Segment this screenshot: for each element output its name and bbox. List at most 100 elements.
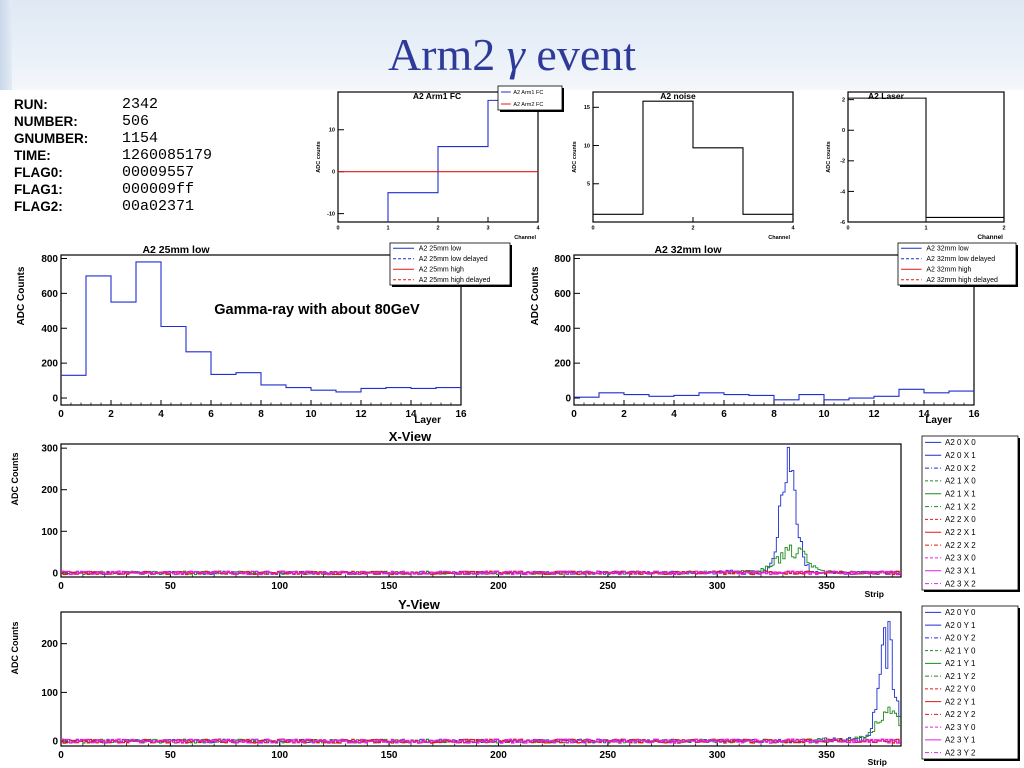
legend-label: A2 1 X 1 bbox=[945, 490, 976, 499]
x-tick-label: 4 bbox=[671, 409, 677, 420]
plot-area bbox=[593, 100, 793, 215]
series-line bbox=[61, 738, 901, 744]
title-banner bbox=[0, 0, 1024, 90]
y-tick-label: 0 bbox=[565, 394, 571, 405]
x-tick-label: 10 bbox=[305, 409, 317, 420]
y-tick-label: 0 bbox=[52, 737, 58, 748]
x-tick-label: 8 bbox=[771, 409, 777, 420]
legend-label: A2 2 Y 0 bbox=[945, 685, 976, 694]
plot-area bbox=[574, 388, 974, 401]
chart-title: A2 Arm1 FC bbox=[413, 91, 461, 101]
y-axis-label: ADC Counts bbox=[10, 622, 20, 675]
legend-label: A2 1 Y 0 bbox=[945, 646, 976, 655]
legend-label: A2 0 X 1 bbox=[945, 451, 976, 460]
legend-label: A2 32mm low bbox=[926, 246, 969, 253]
run-info-value: 00009557 bbox=[122, 164, 195, 181]
x-tick-label: 4 bbox=[791, 226, 795, 232]
x-tick-label: 0 bbox=[58, 581, 64, 592]
slide-title: Arm2 γ event bbox=[0, 28, 1024, 81]
run-info-key: GNUMBER: bbox=[14, 131, 89, 146]
legend-label: A2 1 Y 1 bbox=[945, 659, 976, 668]
series-hist bbox=[848, 97, 1004, 218]
run-info-row: NUMBER: 506 bbox=[14, 113, 212, 130]
legend-label: A2 2 X 0 bbox=[945, 515, 976, 524]
y-tick-label: 200 bbox=[41, 639, 58, 650]
run-info-key: TIME: bbox=[14, 148, 51, 163]
chart-title: A2 Laser bbox=[868, 91, 905, 101]
annotation-text: Gamma-ray with about 80GeV bbox=[214, 302, 420, 318]
y-tick-label: 200 bbox=[41, 485, 58, 496]
run-info-key: NUMBER: bbox=[14, 114, 78, 129]
legend-label: A2 3 X 0 bbox=[945, 554, 976, 563]
x-tick-label: 8 bbox=[258, 409, 264, 420]
y-tick-label: 100 bbox=[41, 688, 58, 699]
x-tick-label: 0 bbox=[58, 409, 64, 420]
banner-edge bbox=[0, 0, 12, 90]
y-tick-label: 800 bbox=[41, 254, 58, 265]
y-tick-label: 400 bbox=[41, 324, 58, 335]
legend-label: A2 25mm low delayed bbox=[419, 256, 488, 263]
x-tick-label: 50 bbox=[165, 581, 177, 592]
chart-title: X-View bbox=[389, 429, 432, 444]
run-info-row: FLAG2:00a02371 bbox=[14, 198, 212, 215]
x-tick-label: 300 bbox=[709, 750, 726, 761]
plot-area bbox=[61, 261, 461, 393]
x-tick-label: 250 bbox=[600, 750, 617, 761]
x-tick-label: 4 bbox=[158, 409, 164, 420]
run-info-value: 2342 bbox=[122, 96, 159, 113]
x-tick-label: 12 bbox=[868, 409, 880, 420]
legend-label: A2 0 Y 0 bbox=[945, 608, 976, 617]
legend-label: A2 Arm1 FC bbox=[513, 90, 543, 96]
chart-title: A2 32mm low bbox=[654, 244, 722, 256]
legend-label: A2 3 Y 0 bbox=[945, 723, 976, 732]
run-info-value: 1260085179 bbox=[122, 147, 213, 164]
x-axis-label: Strip bbox=[865, 589, 884, 599]
legend: A2 0 X 0A2 0 X 1A2 0 X 2A2 1 X 0A2 1 X 1… bbox=[921, 435, 1020, 592]
x-tick-label: 150 bbox=[381, 750, 398, 761]
x-tick-label: 2 bbox=[108, 409, 114, 420]
legend-label: A2 3 X 2 bbox=[945, 579, 976, 588]
y-tick-label: 10 bbox=[329, 128, 335, 134]
run-info-value: 1154 bbox=[122, 130, 159, 147]
y-tick-label: 10 bbox=[584, 143, 590, 149]
x-tick-label: 0 bbox=[58, 750, 64, 761]
y-tick-label: 2 bbox=[842, 98, 845, 104]
x-tick-label: 2 bbox=[1002, 226, 1005, 232]
x-tick-label: 10 bbox=[818, 409, 830, 420]
y-axis-label: ADC counts bbox=[572, 141, 578, 172]
run-info-value: 506 bbox=[122, 113, 150, 130]
plot-area bbox=[61, 621, 901, 744]
y-axis-label: ADC Counts bbox=[16, 266, 27, 325]
x-axis-label: Layer bbox=[925, 415, 952, 426]
y-tick-label: -10 bbox=[327, 212, 335, 218]
plot-area bbox=[848, 97, 1004, 218]
x-tick-label: 3 bbox=[486, 226, 489, 232]
x-tick-label: 6 bbox=[721, 409, 727, 420]
legend-label: A2 3 Y 1 bbox=[945, 736, 976, 745]
run-info-key: FLAG2: bbox=[14, 199, 63, 214]
y-tick-label: 200 bbox=[41, 359, 58, 370]
run-info-value: 000009ff bbox=[122, 181, 195, 198]
x-tick-label: 14 bbox=[405, 409, 417, 420]
y-tick-label: 0 bbox=[332, 170, 335, 176]
x-axis-label: Channel bbox=[977, 234, 1003, 241]
y-tick-label: 400 bbox=[554, 324, 571, 335]
run-info-row: FLAG1:000009ff bbox=[14, 181, 212, 198]
x-tick-label: 350 bbox=[818, 750, 835, 761]
series-line bbox=[574, 388, 974, 401]
x-tick-label: 100 bbox=[271, 581, 288, 592]
x-tick-label: 2 bbox=[691, 226, 694, 232]
chart-title: Y-View bbox=[398, 597, 441, 612]
plot-frame bbox=[60, 443, 902, 578]
plot-frame bbox=[60, 611, 902, 747]
plot-area bbox=[338, 99, 538, 222]
y-tick-label: 0 bbox=[52, 568, 58, 579]
y-axis-label: ADC Counts bbox=[10, 453, 20, 506]
